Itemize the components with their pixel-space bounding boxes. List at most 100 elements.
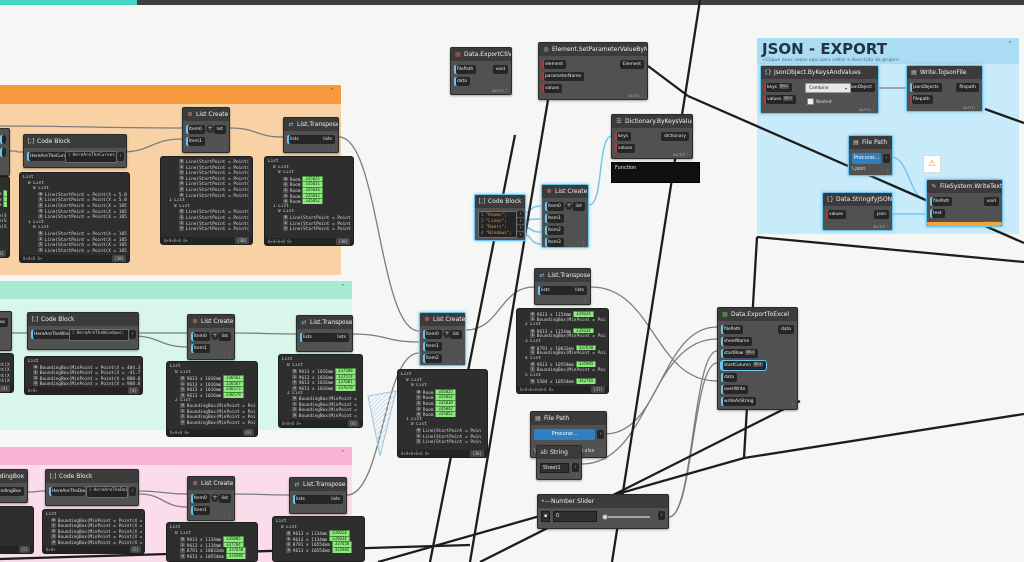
input-port-jsonObjects[interactable]: jsonObjects	[910, 83, 942, 92]
wire[interactable]	[668, 362, 718, 518]
element-set-parameter-value-by-name[interactable]: ◎Element.SetParameterValueByNameelementp…	[538, 42, 648, 100]
output-port-list[interactable]: list	[572, 202, 585, 211]
input-port-text[interactable]: text	[930, 209, 945, 218]
add-item-button[interactable]: +	[211, 494, 219, 502]
preview-sliver-pink[interactable]: List0Point(X 11Point(X 12Point(X 13Point…	[0, 506, 34, 554]
lacing-auto-label[interactable]: AUTO	[628, 93, 640, 98]
wire[interactable]	[234, 493, 290, 496]
wire[interactable]	[338, 136, 420, 332]
list-level-chip[interactable]: @L1	[783, 96, 794, 101]
input-port-HereAreTheDoors[interactable]: HereAreTheDoors	[49, 487, 85, 496]
input-port-values[interactable]: values	[615, 144, 636, 153]
geometry-line[interactable]	[647, 65, 689, 97]
slider-handle[interactable]	[602, 514, 608, 520]
list-level-chip[interactable]: @L1	[778, 84, 789, 89]
output-port-chevron[interactable]: ›	[597, 430, 604, 439]
output-port-chevron[interactable]: ›	[129, 330, 136, 339]
list-transpose-windows-titlebar[interactable]: ⇄List.Transpose	[297, 316, 352, 329]
output-port-list[interactable]: list	[218, 494, 231, 503]
output-port-list[interactable]: list	[213, 125, 226, 134]
bounding-box-node-titlebar[interactable]: ▤BoundingBox	[0, 470, 27, 483]
file-path-json-titlebar[interactable]: ▤File Path	[849, 136, 892, 149]
wire[interactable]	[588, 135, 613, 206]
list-level-chip[interactable]: @L1	[745, 350, 756, 355]
lacing-auto-label[interactable]: AUTO	[859, 107, 871, 112]
group-curves-header[interactable]: ⌃	[0, 85, 341, 104]
input-port-lists[interactable]: lists	[538, 286, 573, 295]
list-transpose-center-titlebar[interactable]: ⇄List.Transpose	[535, 269, 590, 282]
output-port-chevron[interactable]: ›	[129, 487, 136, 496]
output-port-lists[interactable]: lists	[328, 495, 343, 504]
collapse-group-icon[interactable]: ⌃	[1007, 40, 1013, 48]
string-value-input[interactable]: Sheet1	[540, 463, 569, 473]
output-port-void[interactable]: void	[983, 197, 999, 206]
geometry-line[interactable]	[468, 99, 550, 562]
browse-button[interactable]: Procurar...	[852, 153, 881, 164]
combine-dropdown[interactable]: ▾Combine	[805, 83, 851, 93]
wire[interactable]	[9, 150, 25, 153]
geometry-line[interactable]	[756, 235, 1024, 264]
list-transpose-curves-titlebar[interactable]: ⇄List.Transpose	[284, 118, 338, 131]
input-port-filePath[interactable]: filePath	[930, 197, 953, 206]
wire[interactable]	[0, 125, 183, 129]
slider-value-input[interactable]: 0	[553, 511, 597, 522]
output-port-chevron[interactable]: ›	[517, 232, 524, 238]
input-port-startColumn[interactable]: startColumn@L1	[720, 360, 767, 371]
input-port-filePath[interactable]: filePath	[454, 65, 477, 74]
number-slider-titlebar[interactable]: •—Number Slider	[538, 495, 668, 508]
code-block-doors-titlebar[interactable]: [;]Code Block	[46, 470, 138, 483]
slider-expander[interactable]: ▪	[541, 511, 550, 522]
write-to-json-file-titlebar[interactable]: ▤Write.ToJsonFile	[907, 66, 982, 79]
code-block-categories-titlebar[interactable]: [;]Code Block	[475, 195, 525, 208]
output-port-lists[interactable]: lists	[320, 135, 335, 144]
input-port-Item0[interactable]: Item0	[545, 202, 564, 211]
list-create-curves-titlebar[interactable]: ≣List Create	[183, 108, 229, 121]
geometry-preview-triangle[interactable]	[367, 390, 397, 457]
output-port-data[interactable]: data	[778, 325, 794, 334]
browse-button[interactable]: Procurar...	[534, 429, 595, 440]
input-port-values[interactable]: values	[826, 210, 847, 219]
bounding-box-node[interactable]: ▤BoundingBoxBoundingBox⋮	[0, 469, 28, 503]
file-path-excel-titlebar[interactable]: ▤File Path	[531, 412, 606, 425]
input-port-values[interactable]: values@L1	[764, 95, 797, 104]
json-object-by-keys-and-values-titlebar[interactable]: {}JsonObject.ByKeysAndValues	[761, 66, 878, 79]
port-pill[interactable]	[0, 148, 6, 157]
data-stringify-json-titlebar[interactable]: {}Data.StringifyJSON	[823, 193, 892, 206]
list-level-chip[interactable]: @L1	[753, 362, 763, 367]
input-port-Item1[interactable]: Item1	[191, 506, 210, 515]
wire[interactable]	[234, 332, 297, 335]
geometry-line[interactable]	[743, 412, 1024, 460]
output-port-Element[interactable]: Element	[619, 60, 644, 69]
input-port-Item2[interactable]: Item2	[423, 354, 442, 363]
input-port-Item1[interactable]: Item1	[423, 342, 442, 351]
input-port-HereAreTheWindows[interactable]: HereAreTheWindows	[31, 330, 83, 339]
input-port-Item1[interactable]: Item1	[545, 214, 564, 223]
input-port-parameterName[interactable]: parameterName	[542, 72, 585, 81]
nested-checkbox[interactable]: Nested	[807, 98, 831, 106]
port-pill[interactable]	[0, 135, 6, 144]
list-create-main-titlebar[interactable]: ≣List Create	[542, 185, 588, 198]
input-port-sheetName[interactable]: sheetName	[721, 337, 753, 346]
code-block-windows-titlebar[interactable]: [;]Code Block	[28, 313, 138, 326]
input-port-HereAreTheCurves[interactable]: HereAreTheCurves	[27, 152, 75, 161]
